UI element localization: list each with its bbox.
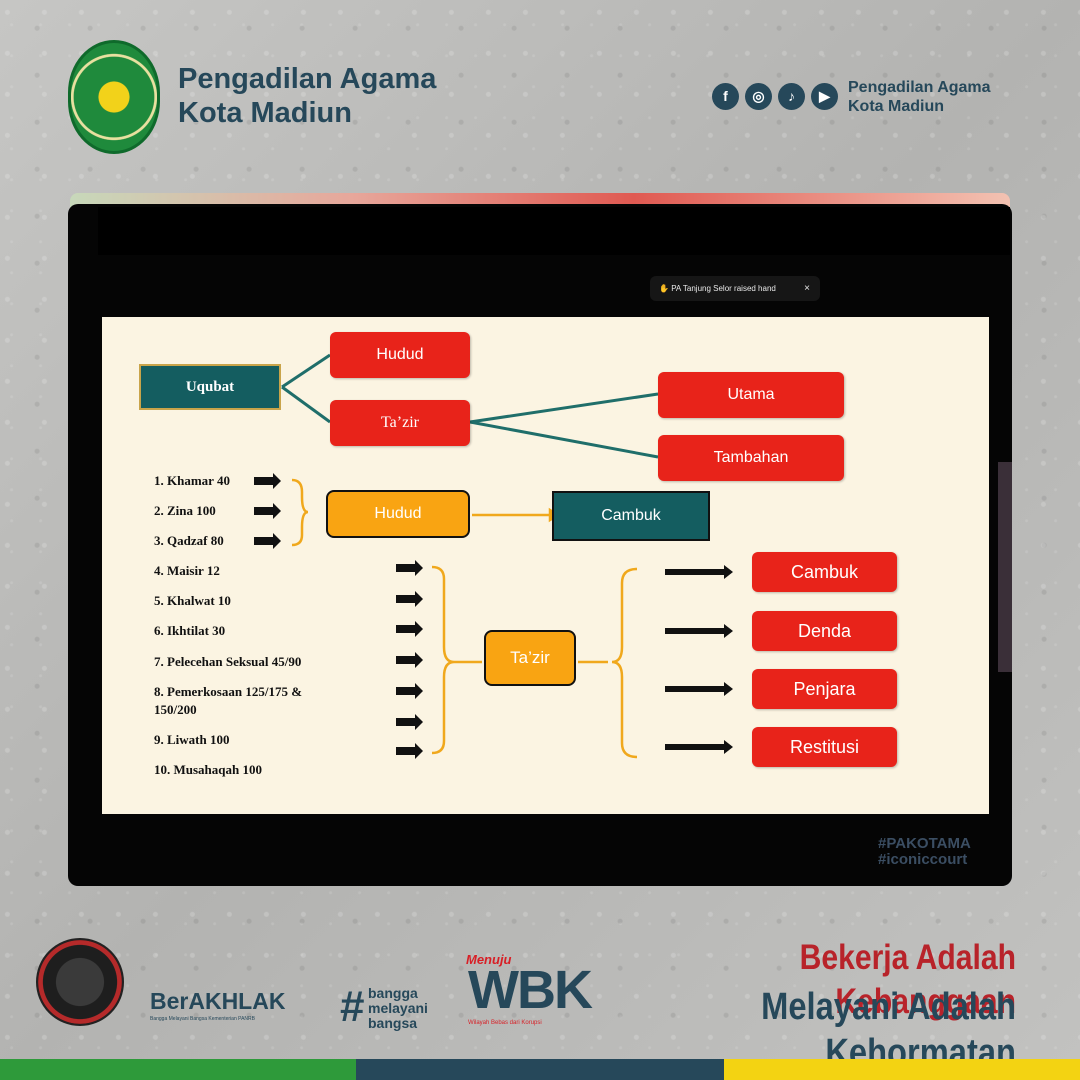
close-icon[interactable]: × bbox=[804, 283, 810, 294]
org-title-line1: Pengadilan Agama bbox=[178, 63, 437, 95]
line-tazir-tambahan bbox=[469, 420, 659, 459]
list-item: 6. Ikhtilat 30 bbox=[154, 623, 226, 638]
wbk-logo: WBK Menuju Wilayah Bebas dari Korupsi bbox=[466, 952, 593, 1032]
punishment-restitusi: Restitusi bbox=[752, 727, 897, 767]
punishment-denda: Denda bbox=[752, 611, 897, 651]
cambuk-teal-box: Cambuk bbox=[552, 491, 710, 541]
hashtag-line3: bangsa bbox=[368, 1015, 418, 1031]
wbk-text: WBK bbox=[468, 960, 593, 1020]
tazir-box: Ta’zir bbox=[484, 630, 576, 686]
list-item: 7. Pelecehan Seksual 45/90 bbox=[154, 654, 302, 669]
hand-icon: ✋ bbox=[659, 284, 672, 293]
instagram-icon[interactable]: ◎ bbox=[745, 83, 772, 110]
social-handle: Pengadilan Agama Kota Madiun bbox=[848, 78, 1048, 116]
footer-stripe-navy bbox=[356, 1059, 724, 1080]
list-arrow bbox=[396, 743, 423, 759]
youtube-icon[interactable]: ▶ bbox=[811, 83, 838, 110]
hashtag-line1: bangga bbox=[368, 985, 418, 1001]
wbk-menuju: Menuju bbox=[466, 952, 512, 967]
org-title: Pengadilan Agama Kota Madiun bbox=[178, 62, 498, 130]
list-item: 150/200 bbox=[154, 702, 197, 717]
punishment-cambuk: Cambuk bbox=[752, 552, 897, 592]
hudud-top-box: Hudud bbox=[330, 332, 470, 378]
berakhlak-logo: BerAKHLAK bbox=[150, 988, 286, 1014]
brace-tazir-right bbox=[611, 567, 638, 759]
list-item: 1. Khamar 40 bbox=[154, 473, 230, 488]
tazir-top-box: Ta’zir bbox=[330, 400, 470, 446]
utama-box: Utama bbox=[658, 372, 844, 418]
line-uqubat-hudud bbox=[281, 353, 331, 389]
list-item: 3. Qadzaf 80 bbox=[154, 533, 224, 548]
hudud-box: Hudud bbox=[326, 490, 470, 538]
list-item: 2. Zina 100 bbox=[154, 503, 216, 518]
motto-line1: Bekerja Adalah Kebanggaan bbox=[799, 938, 1016, 1021]
list-arrow bbox=[396, 714, 423, 730]
arrow-to-penjara bbox=[665, 682, 733, 696]
line-uqubat-tazir bbox=[281, 385, 331, 424]
social-handle-line1: Pengadilan Agama bbox=[848, 79, 991, 96]
social-icons: f ◎ ♪ ▶ bbox=[712, 83, 838, 110]
participant-thumbnail[interactable] bbox=[998, 462, 1012, 672]
hashtag-watermark: #PAKOTAMA #iconiccourt bbox=[878, 836, 1004, 868]
tambahan-box: Tambahan bbox=[658, 435, 844, 481]
line-tazir-utama bbox=[469, 392, 659, 424]
watermark-line2: #iconiccourt bbox=[878, 851, 968, 868]
presentation-slide: Uqubat Hudud Ta’zir Utama Tambahan Hudud… bbox=[102, 317, 989, 814]
facebook-icon[interactable]: f bbox=[712, 83, 739, 110]
court-logo bbox=[68, 40, 160, 154]
org-title-line2: Kota Madiun bbox=[178, 97, 352, 129]
list-arrow bbox=[396, 621, 423, 637]
list-arrow bbox=[396, 683, 423, 699]
list-item: 8. Pemerkosaan 125/175 & bbox=[154, 684, 303, 699]
brace-tazir-left bbox=[431, 565, 455, 755]
notification-text: PA Tanjung Selor raised hand bbox=[671, 284, 776, 293]
list-arrow bbox=[396, 591, 423, 607]
list-arrow bbox=[254, 503, 281, 519]
list-arrow bbox=[396, 652, 423, 668]
uqubat-box: Uqubat bbox=[139, 364, 281, 410]
brace-hudud bbox=[291, 478, 309, 547]
hashtag-icon: # bbox=[340, 982, 365, 1031]
arrow-to-denda bbox=[665, 624, 733, 638]
list-arrow bbox=[254, 473, 281, 489]
berakhlak-subtext: Bangga Melayani Bangsa Kementerian PANRB bbox=[150, 1016, 255, 1022]
raised-hand-notification[interactable]: ✋ PA Tanjung Selor raised hand × bbox=[650, 276, 820, 301]
watermark-line1: #PAKOTAMA bbox=[878, 835, 971, 852]
hashtag-line2: melayani bbox=[368, 1000, 428, 1016]
meeting-top-bar bbox=[98, 207, 1010, 255]
arrow-to-cambuk bbox=[665, 565, 733, 579]
social-handle-line2: Kota Madiun bbox=[848, 98, 944, 115]
list-arrow bbox=[396, 560, 423, 576]
zona-integritas-badge bbox=[36, 938, 124, 1026]
list-item: 10. Musahaqah 100 bbox=[154, 762, 262, 777]
arrow-to-restitusi bbox=[665, 740, 733, 754]
list-arrow bbox=[254, 533, 281, 549]
list-item: 4. Maisir 12 bbox=[154, 563, 220, 578]
tiktok-icon[interactable]: ♪ bbox=[778, 83, 805, 110]
list-item: 9. Liwath 100 bbox=[154, 732, 230, 747]
footer-stripe-yellow bbox=[724, 1059, 1080, 1080]
footer-stripe-green bbox=[0, 1059, 356, 1080]
wbk-subtext: Wilayah Bebas dari Korupsi bbox=[468, 1020, 542, 1026]
list-item: 5. Khalwat 10 bbox=[154, 593, 231, 608]
punishment-penjara: Penjara bbox=[752, 669, 897, 709]
